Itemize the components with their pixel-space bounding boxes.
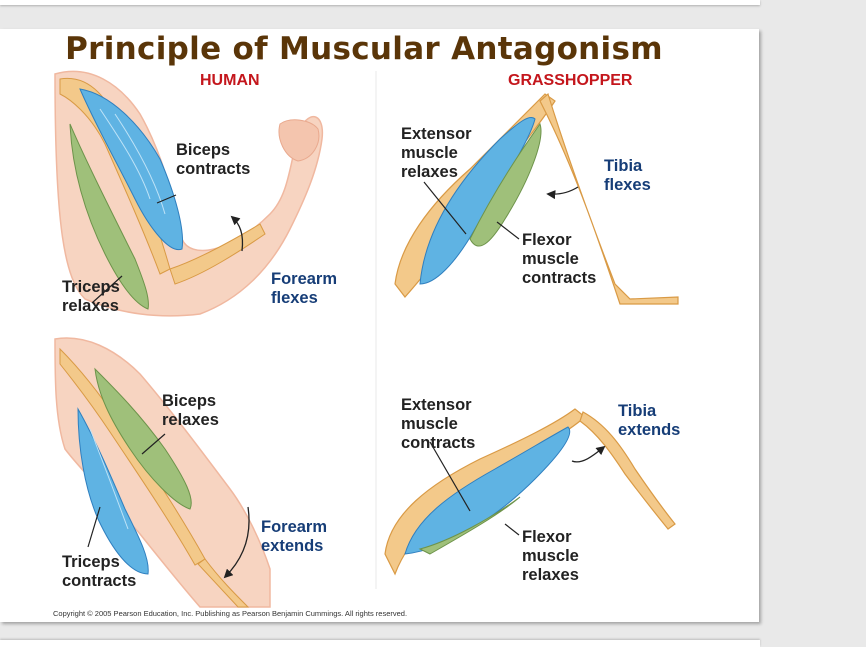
human-header: HUMAN [200, 72, 260, 89]
previous-slide-edge [0, 0, 760, 5]
anatomy-illustrations [54, 70, 679, 608]
grasshopper-header: GRASSHOPPER [508, 72, 633, 89]
slide-title: Principle of Muscular Antagonism [65, 31, 663, 67]
human-arm-extended [54, 337, 271, 608]
human-arm-flexed [54, 70, 324, 317]
grasshopper-leg-flexed [394, 92, 679, 305]
copyright-notice: Copyright © 2005 Pearson Education, Inc.… [53, 609, 408, 618]
next-slide-edge [0, 640, 760, 647]
slide: Principle of Muscular Antagonism HUMAN G… [0, 29, 759, 622]
grasshopper-leg-extended [384, 408, 676, 576]
